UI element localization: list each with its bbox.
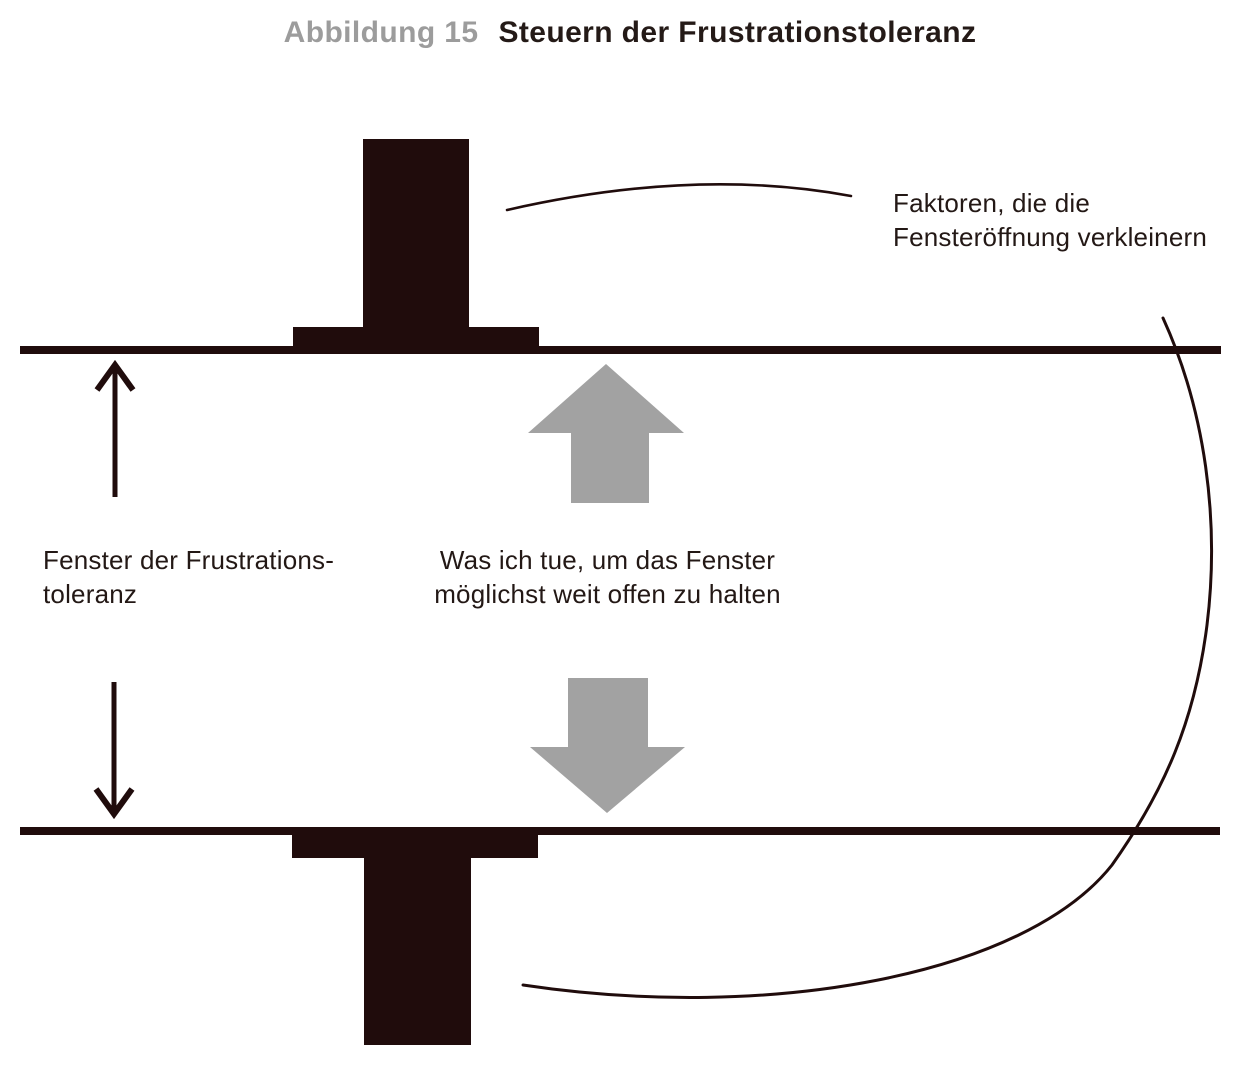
shrinking-factors-label-line2: Fensteröffnung verkleinern xyxy=(893,222,1208,252)
bottom-clamp-bar xyxy=(364,856,471,1045)
bottom-clamp-base xyxy=(292,832,538,858)
window-span-up-arrowhead xyxy=(94,359,136,392)
top-clamp-base xyxy=(293,327,539,351)
shrinking-factors-label: Faktoren, die die Fensteröffnung verklei… xyxy=(893,186,1207,254)
top-window-line xyxy=(20,346,1221,354)
keep-open-actions-label: Was ich tue, um das Fenster möglichst we… xyxy=(400,543,815,611)
push-down-block-arrow-icon xyxy=(530,678,685,813)
bottom-window-line xyxy=(20,827,1220,835)
window-tolerance-label-line2: toleranz xyxy=(43,579,138,609)
factors-to-top-clamp-curve xyxy=(505,183,853,212)
figure-title: Abbildung 15 Steuern der Frustrationstole… xyxy=(0,16,1260,50)
figure-heading: Steuern der Frustrationstoleranz xyxy=(498,16,977,49)
shrinking-factors-label-line1: Faktoren, die die xyxy=(893,188,1091,218)
figure-number-label: Abbildung 15 xyxy=(283,16,479,49)
window-tolerance-label: Fenster der Frustrations- toleranz xyxy=(43,543,334,611)
bottom-clamp xyxy=(292,832,538,1045)
window-tolerance-label-line1: Fenster der Frustrations- xyxy=(43,545,335,575)
keep-open-actions-label-line1: Was ich tue, um das Fenster xyxy=(439,545,776,575)
top-clamp xyxy=(293,139,539,351)
top-clamp-bar xyxy=(363,139,469,333)
window-span-up-arrow-icon xyxy=(94,359,136,497)
factors-to-bottom-clamp-curve xyxy=(521,316,1214,999)
keep-open-actions-label-line2: möglichst weit offen zu halten xyxy=(434,579,781,609)
window-span-down-arrow-icon xyxy=(93,682,135,820)
window-span-down-arrowhead xyxy=(93,787,135,820)
push-up-block-arrow-icon xyxy=(528,364,684,503)
